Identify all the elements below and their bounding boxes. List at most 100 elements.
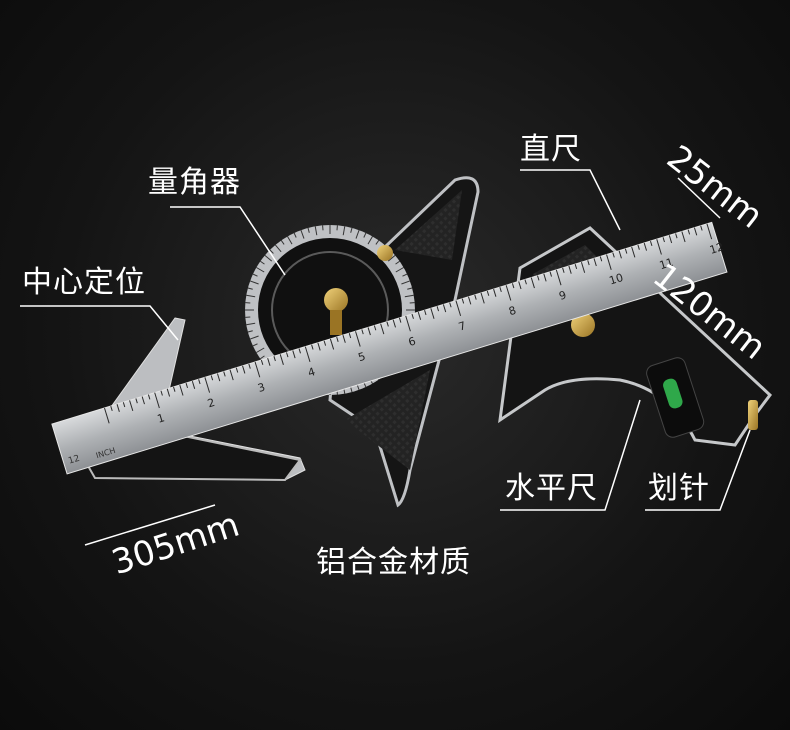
ruler-tick (398, 317, 402, 323)
ruler-tick (493, 288, 497, 297)
protractor-tick (269, 249, 274, 254)
protractor-tick (256, 347, 265, 353)
ruler-tick (129, 400, 134, 412)
leader-lines (20, 169, 751, 546)
ruler-end-fraction: 12 (67, 454, 81, 467)
ruler-tick (229, 369, 234, 381)
ruler-tick (160, 390, 163, 396)
ruler-tick (574, 263, 578, 270)
protractor-tick (387, 254, 396, 262)
ruler-tick (486, 290, 490, 296)
ruler-tick (122, 402, 126, 408)
ruler-tick (455, 300, 462, 317)
ruler-tick (442, 304, 447, 313)
ruler-tick (361, 329, 364, 335)
ruler-tick (430, 308, 435, 319)
ruler-tick (606, 254, 612, 270)
protractor-tick (342, 226, 346, 236)
ruler-tick (210, 375, 214, 381)
ruler-tick (700, 225, 703, 231)
ruler-tick (235, 367, 239, 373)
ruler-tick (643, 242, 648, 251)
ruler-tick (537, 275, 540, 281)
protractor-tick (375, 240, 380, 245)
ruler-tick (449, 302, 452, 308)
ruler-tick (656, 239, 662, 255)
protractor-tick (256, 267, 265, 273)
protractor-tick (293, 232, 297, 238)
ruler-tick (530, 277, 535, 289)
protractor-tick (307, 227, 310, 233)
ruler-tick (367, 327, 371, 336)
ruler-tick (116, 404, 120, 412)
ruler-tick (549, 271, 553, 277)
ruler-tick (317, 342, 321, 351)
ruler-tick (267, 357, 271, 366)
ruler-tick (474, 294, 477, 300)
ruler-number: 12 (708, 240, 725, 257)
ruler-tick (424, 310, 427, 316)
ruler-tick (323, 340, 327, 346)
label-spirit-level: 水平尺 (505, 471, 598, 506)
ruler-tick (693, 227, 698, 236)
protractor-tick (350, 227, 353, 233)
ruler-number: 3 (256, 381, 266, 395)
ruler-tick (631, 246, 636, 258)
protractor-tick (247, 330, 253, 333)
ruler-number: 4 (306, 365, 316, 379)
ruler-tick (104, 407, 110, 424)
label-scriber: 划针 (648, 471, 710, 506)
ruler-tick (568, 265, 572, 274)
protractor-tick (249, 335, 259, 340)
ruler-tick (468, 296, 472, 305)
ruler-tick (380, 323, 385, 335)
ruler-tick (637, 244, 640, 250)
scriber-pin (748, 400, 758, 430)
ruler-tick (204, 377, 211, 393)
ruler-tick (336, 336, 339, 342)
protractor-tick (264, 254, 273, 262)
protractor-tick (300, 229, 305, 239)
ruler-tick (223, 371, 226, 377)
protractor-tick (404, 294, 414, 298)
ruler-tick (511, 283, 515, 289)
protractor-tick (402, 273, 408, 277)
ruler-tick (417, 311, 422, 320)
protractor-tick (252, 343, 258, 347)
protractor-tick (401, 280, 411, 285)
protractor-lock-stem (330, 310, 342, 335)
protractor-tick (407, 287, 413, 290)
ruler-tick (681, 231, 686, 243)
label-protractor: 量角器 (148, 165, 241, 200)
ruler-tick (562, 267, 565, 273)
ruler-tick (242, 365, 246, 374)
protractor-tick (247, 287, 253, 290)
protractor-tick (280, 240, 285, 245)
ruler-tick (311, 344, 314, 350)
ruler-tick (499, 286, 502, 293)
ruler-number: 6 (407, 334, 417, 348)
protractor-tick (355, 229, 360, 239)
protractor-tick (246, 294, 256, 298)
ruler-tick (173, 386, 176, 392)
ruler-tick (518, 281, 522, 290)
ruler-tick (135, 398, 138, 404)
ruler-tick (260, 359, 264, 365)
protractor-tick (252, 273, 258, 277)
ruler-tick (555, 269, 562, 286)
label-material: 铝合金材质 (316, 545, 471, 580)
ruler-number: 9 (557, 288, 567, 302)
ruler-tick (298, 348, 301, 354)
ruler-tick (624, 248, 628, 254)
ruler-tick (662, 237, 665, 243)
protractor-tick (260, 260, 265, 265)
ruler-tick (304, 346, 311, 363)
ruler-tick (166, 388, 171, 397)
ruler-tick (273, 356, 276, 362)
ruler-tick (110, 405, 113, 412)
ruler-tick (587, 260, 590, 266)
ruler-tick (348, 333, 352, 339)
ruler-tick (505, 285, 512, 301)
ruler-tick (286, 352, 289, 358)
